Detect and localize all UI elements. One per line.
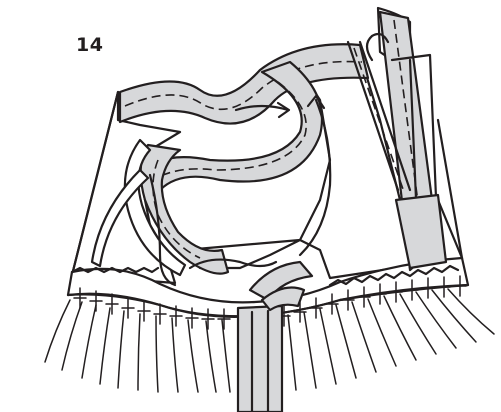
center-front-band: [238, 306, 282, 412]
